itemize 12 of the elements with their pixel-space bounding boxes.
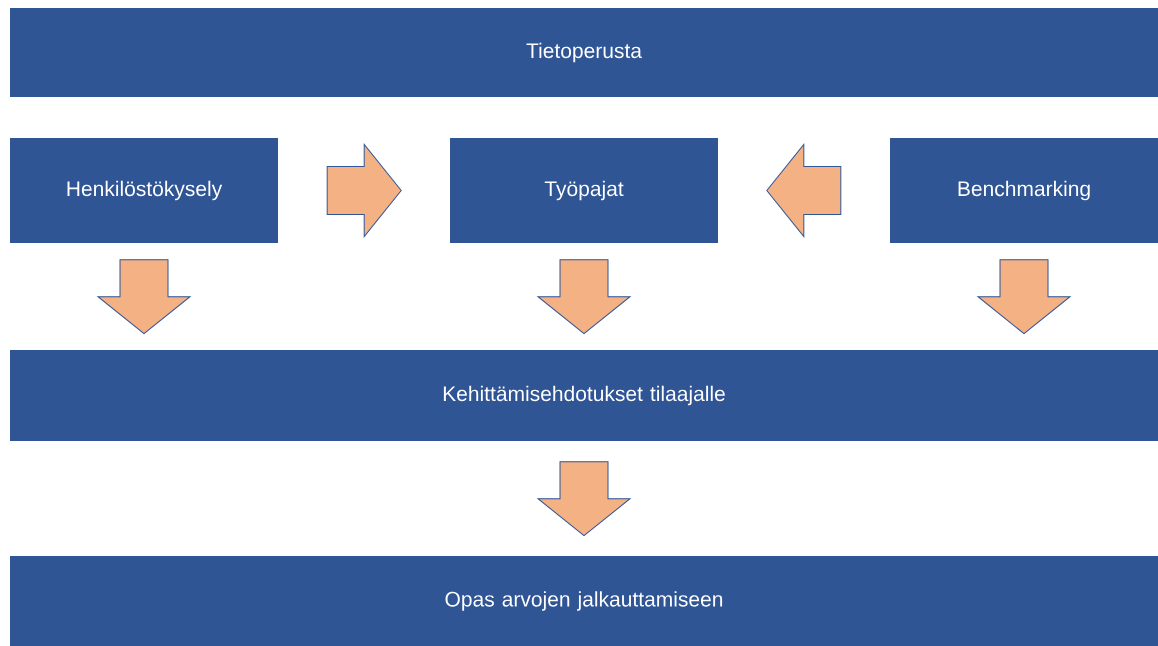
process-box: Työpajat (450, 138, 718, 243)
block-arrow (97, 259, 191, 335)
process-box: Opas arvojen jalkauttamiseen (10, 556, 1158, 646)
block-arrow (326, 144, 402, 237)
process-box: Benchmarking (890, 138, 1158, 243)
block-arrow (766, 144, 842, 237)
block-arrow (537, 461, 631, 537)
process-box: Tietoperusta (10, 8, 1158, 97)
block-arrow (977, 259, 1071, 335)
block-arrow (537, 259, 631, 335)
process-box: Kehittämisehdotukset tilaajalle (10, 350, 1158, 441)
process-box: Henkilöstökysely (10, 138, 278, 243)
